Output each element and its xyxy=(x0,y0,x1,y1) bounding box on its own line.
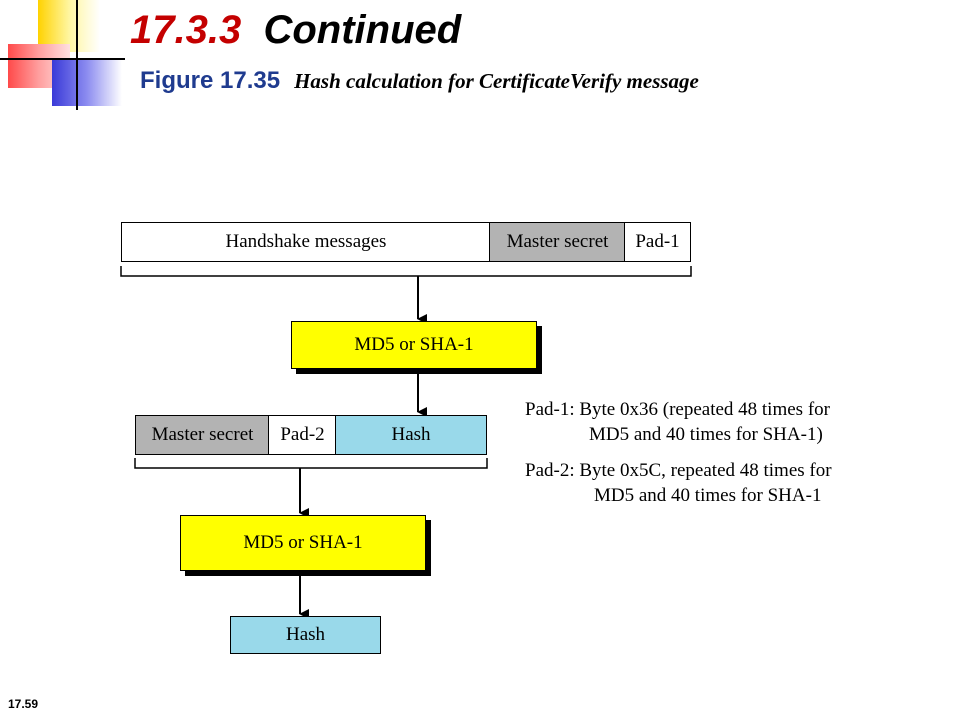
hash-function-box-1: MD5 or SHA-1 xyxy=(291,321,537,369)
figure-label: Figure 17.35 xyxy=(140,67,281,94)
deco-blue-square xyxy=(52,58,122,106)
corner-decoration xyxy=(0,0,130,110)
bracket-row-1 xyxy=(120,266,692,277)
pad1-note-line1: Pad-1: Byte 0x36 (repeated 48 times for xyxy=(525,399,830,420)
deco-vertical-line xyxy=(76,0,78,110)
handshake-messages-cell: Handshake messages xyxy=(121,222,491,262)
slide-number: 17.59 xyxy=(8,697,39,711)
bracket-row-2 xyxy=(134,458,488,469)
pad2-cell: Pad-2 xyxy=(268,415,337,455)
figure-heading: Figure 17.35 Hash calculation for Certif… xyxy=(140,67,699,95)
title-number: 17.3.3 xyxy=(130,8,242,52)
hash-function-box-2: MD5 or SHA-1 xyxy=(180,515,426,571)
pad2-note-line2: MD5 and 40 times for SHA-1 xyxy=(594,485,822,506)
pad1-cell: Pad-1 xyxy=(624,222,691,262)
master-secret-cell-row1: Master secret xyxy=(489,222,626,262)
deco-horizontal-line xyxy=(0,58,125,60)
master-secret-cell-row2: Master secret xyxy=(135,415,270,455)
deco-yellow-square xyxy=(38,0,100,52)
figure-caption: Hash calculation for CertificateVerify m… xyxy=(294,69,699,93)
output-hash-box: Hash xyxy=(230,616,381,654)
title-text: Continued xyxy=(263,8,462,52)
pad2-note-line1: Pad-2: Byte 0x5C, repeated 48 times for xyxy=(525,460,832,481)
pad1-note-line2: MD5 and 40 times for SHA-1) xyxy=(589,424,823,445)
slide-title: 17.3.3 Continued xyxy=(130,8,461,53)
inner-hash-cell: Hash xyxy=(335,415,487,455)
